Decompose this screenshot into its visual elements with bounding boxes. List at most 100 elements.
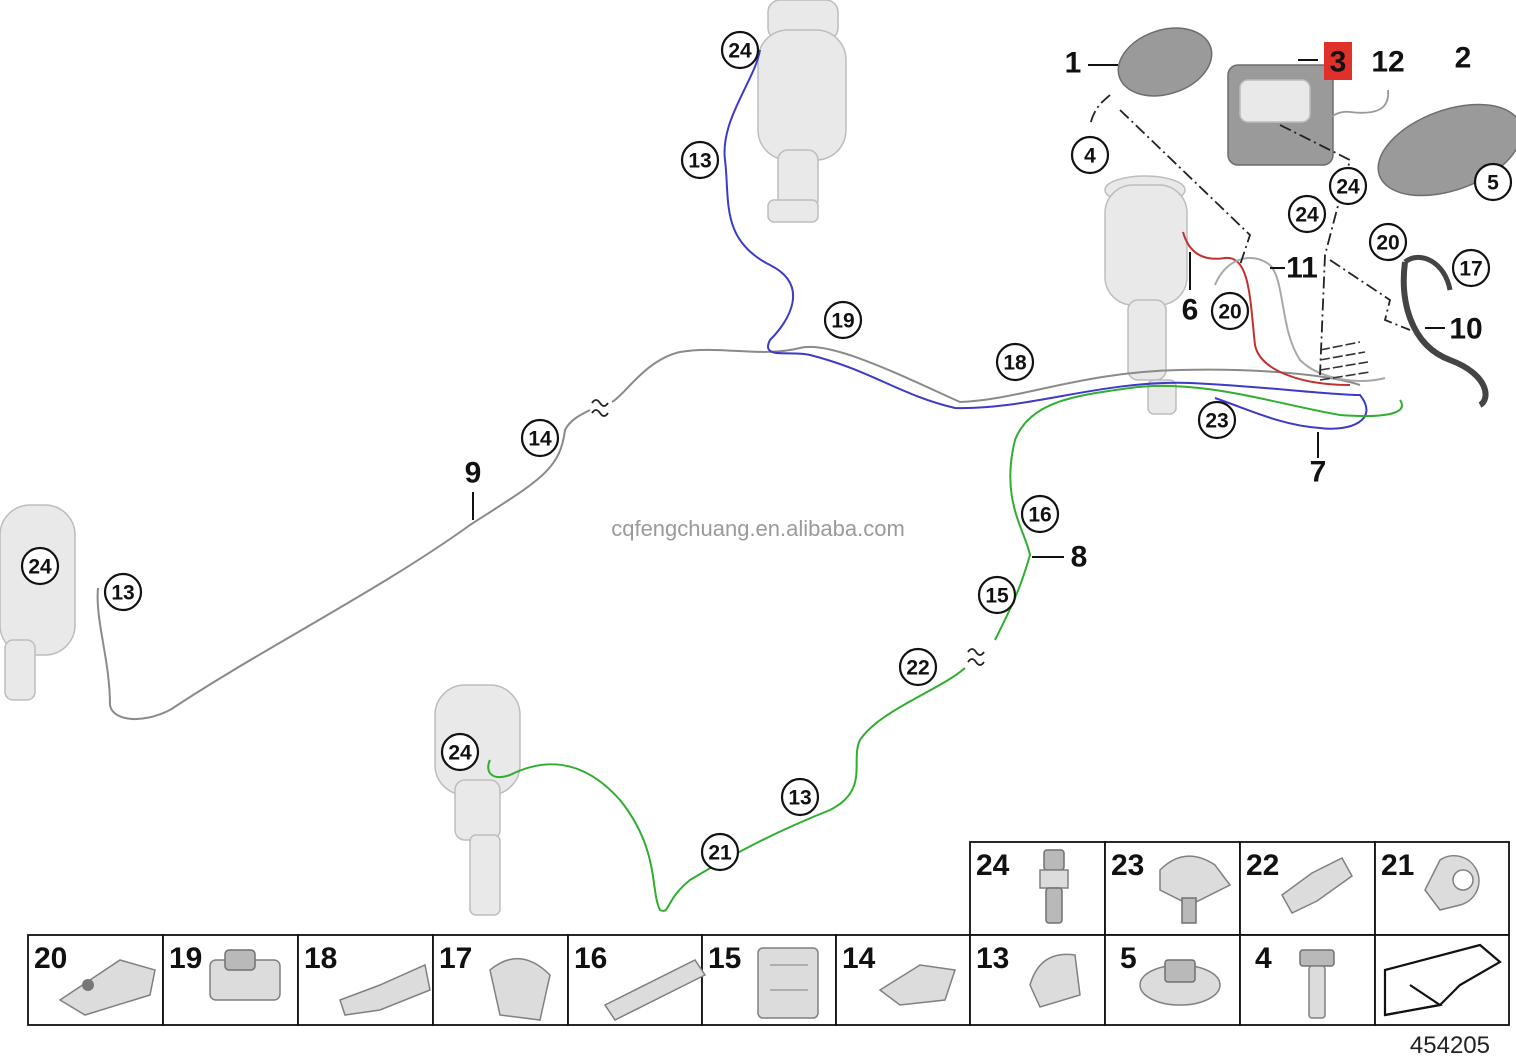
svg-text:23: 23 xyxy=(1205,410,1228,433)
svg-text:24: 24 xyxy=(448,742,472,765)
svg-text:5: 5 xyxy=(1487,172,1499,195)
label-3-highlight xyxy=(1324,42,1352,80)
svg-text:24: 24 xyxy=(1336,176,1360,199)
table-cell-20-num: 20 xyxy=(34,942,67,975)
callout-24-left: 24 xyxy=(20,546,60,586)
strut-left xyxy=(0,504,76,701)
svg-text:22: 22 xyxy=(906,657,929,680)
svg-text:16: 16 xyxy=(1028,504,1051,527)
callout-21: 21 xyxy=(700,832,740,872)
svg-text:14: 14 xyxy=(528,428,552,451)
clamp-23-icon xyxy=(1159,855,1232,924)
label-11: 11 xyxy=(1286,252,1318,285)
table-cell-4-num: 4 xyxy=(1255,942,1272,975)
parts-table: 24 23 22 21 20 19 18 17 1 xyxy=(27,841,1510,1026)
compressor-unit xyxy=(1227,64,1334,166)
callout-13-top: 13 xyxy=(680,140,720,180)
svg-text:24: 24 xyxy=(1295,204,1319,227)
dash-line-1 xyxy=(1089,94,1252,266)
svg-text:4: 4 xyxy=(1084,145,1096,168)
diagram-reference-number: 454205 xyxy=(1410,1032,1490,1059)
svg-text:18: 18 xyxy=(1003,352,1027,375)
clip-18-icon xyxy=(339,963,431,1016)
dash-line-3 xyxy=(1329,259,1411,331)
callout-20-b: 20 xyxy=(1210,291,1250,331)
callout-24-r1: 24 xyxy=(1328,166,1368,206)
clip-20-icon xyxy=(58,959,156,1016)
table-cell-15-num: 15 xyxy=(708,942,741,975)
table-cell-19-num: 19 xyxy=(169,942,202,975)
holder-21-icon xyxy=(1424,855,1480,911)
label-9: 9 xyxy=(465,457,482,490)
table-cell-22-num: 22 xyxy=(1246,849,1279,882)
svg-text:19: 19 xyxy=(831,310,854,333)
label-1: 1 xyxy=(1065,47,1082,80)
nut-5-icon xyxy=(1139,959,1221,1006)
table-cell-24-num: 24 xyxy=(976,849,1010,882)
callout-19: 19 xyxy=(823,300,863,340)
fitting-24-icon xyxy=(1039,849,1069,924)
callout-15: 15 xyxy=(977,575,1017,615)
line-13-blue xyxy=(723,49,1368,430)
parts-table-top-row: 24 23 22 21 xyxy=(969,841,1510,936)
hose-10 xyxy=(1400,254,1489,408)
label-12: 12 xyxy=(1371,46,1404,79)
callout-16: 16 xyxy=(1020,494,1060,534)
label-8: 8 xyxy=(1071,541,1088,574)
table-cell-5-num: 5 xyxy=(1120,942,1137,975)
table-cell-18-num: 18 xyxy=(304,942,337,975)
clip-16-icon xyxy=(603,959,707,1021)
callout-13-left: 13 xyxy=(103,572,143,612)
label-3: 3 xyxy=(1330,46,1347,79)
bracket-14-icon xyxy=(878,964,956,1006)
watermark: cqfengchuang.en.alibaba.com xyxy=(611,516,905,541)
label-10: 10 xyxy=(1449,313,1482,346)
callout-18: 18 xyxy=(995,342,1035,382)
callout-17: 17 xyxy=(1451,248,1491,288)
table-cell-16-num: 16 xyxy=(574,942,607,975)
svg-text:20: 20 xyxy=(1218,301,1241,324)
break-symbol-green xyxy=(967,648,985,666)
strut-bottom xyxy=(434,684,521,916)
clip-19-icon xyxy=(209,949,281,1001)
label-6: 6 xyxy=(1182,294,1199,327)
callout-23: 23 xyxy=(1197,400,1237,440)
callout-13-bottom: 13 xyxy=(780,777,820,817)
clip-15-icon xyxy=(757,947,819,1019)
svg-text:21: 21 xyxy=(708,842,732,865)
clip-17-icon xyxy=(489,957,551,1021)
svg-text:20: 20 xyxy=(1376,232,1399,255)
label-2: 2 xyxy=(1455,42,1472,75)
svg-text:15: 15 xyxy=(985,585,1009,608)
table-cell-17-num: 17 xyxy=(439,942,472,975)
callout-5: 5 xyxy=(1473,162,1513,202)
clip-13-icon xyxy=(1029,953,1081,1008)
line-12 xyxy=(1314,89,1389,126)
bolt-4-icon xyxy=(1299,949,1335,1019)
break-symbol-grey xyxy=(591,399,609,417)
callout-24-bottom: 24 xyxy=(440,732,480,772)
callout-24-r2: 24 xyxy=(1287,194,1327,234)
line-9-grey xyxy=(96,345,1361,721)
label-7: 7 xyxy=(1310,456,1327,489)
line-8-green xyxy=(487,384,1403,912)
callout-24-top: 24 xyxy=(720,30,760,70)
svg-text:17: 17 xyxy=(1459,258,1482,281)
table-cell-14-num: 14 xyxy=(842,942,876,975)
strut-rear-top xyxy=(757,0,847,223)
line-6-red xyxy=(1182,231,1351,386)
svg-text:13: 13 xyxy=(788,787,811,810)
callout-14: 14 xyxy=(520,418,560,458)
pipe-bundle xyxy=(1319,341,1371,381)
table-cell-21-num: 21 xyxy=(1381,849,1414,882)
dash-line-2 xyxy=(1279,124,1352,376)
table-cell-13-num: 13 xyxy=(976,942,1009,975)
strut-front-right xyxy=(1104,175,1188,415)
svg-text:13: 13 xyxy=(688,150,711,173)
svg-text:24: 24 xyxy=(728,40,752,63)
svg-text:24: 24 xyxy=(28,556,52,579)
callout-22: 22 xyxy=(898,647,938,687)
pressure-reservoir-1 xyxy=(1117,27,1213,97)
clip-22-icon xyxy=(1281,857,1353,914)
